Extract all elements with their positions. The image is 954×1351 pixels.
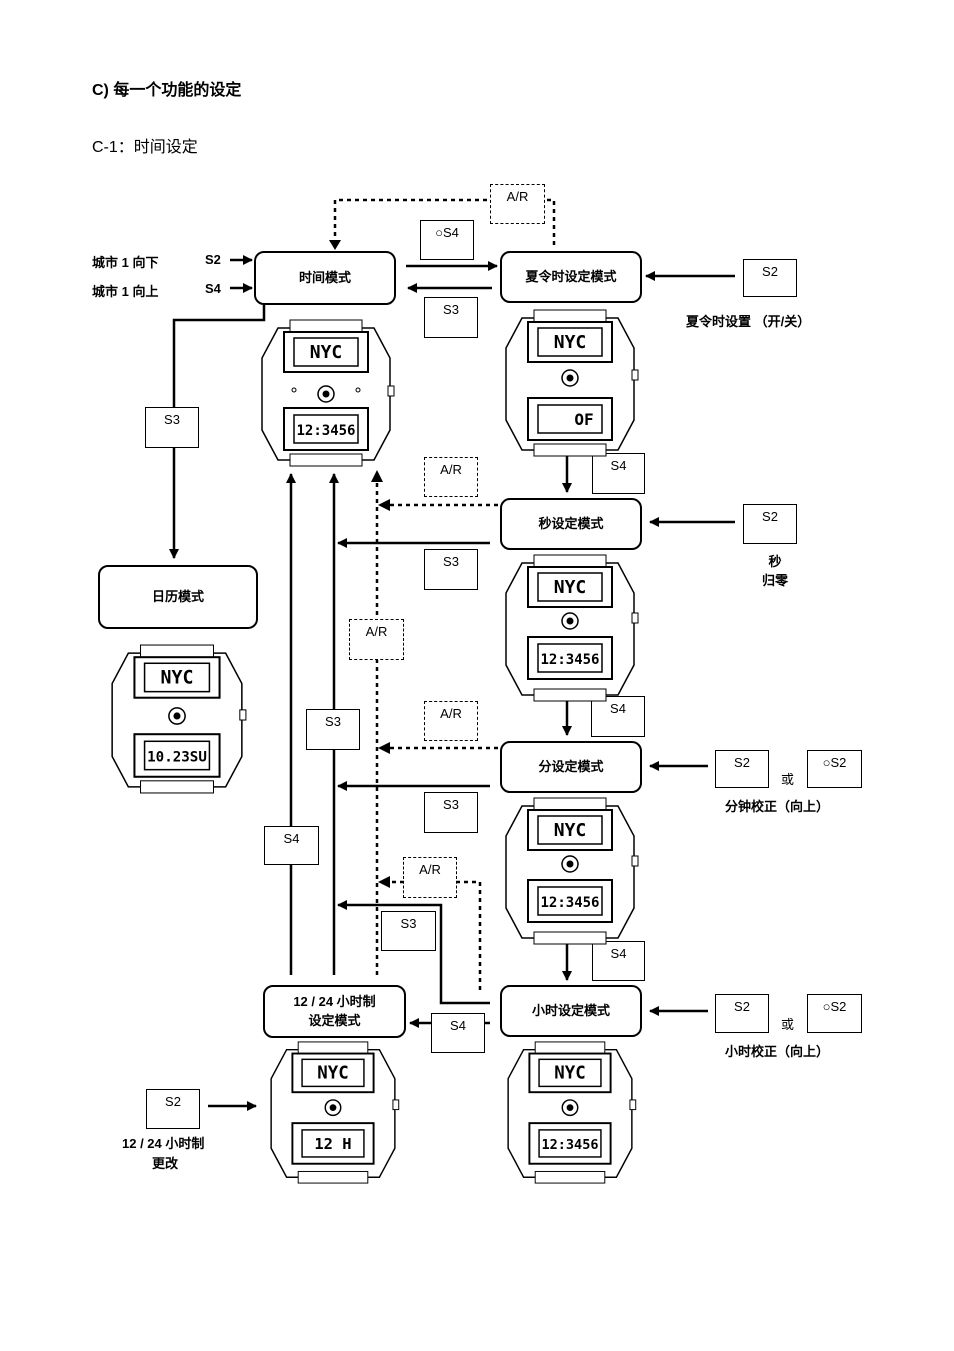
or-label-hour: 或: [781, 1017, 795, 1032]
s2-circle-key-minute: ○S2: [807, 750, 862, 788]
time-mode-box: 时间模式: [254, 251, 396, 305]
ar-key-minute: A/R: [424, 701, 478, 741]
city-down-key-label: S2: [205, 252, 221, 267]
watch-second-mode: NYC 12:3456: [505, 554, 639, 702]
s2-key-minute: S2: [715, 750, 769, 788]
city-display: NYC: [554, 1064, 585, 1084]
section-subheading: C-1：时间设定: [92, 139, 198, 156]
s3-key-second: S3: [424, 549, 478, 590]
city-up-key-label: S4: [205, 281, 221, 296]
s4-key-dst-to-second: S4: [592, 453, 645, 494]
ar-key-middle: A/R: [349, 619, 404, 660]
s3-key-hour: S3: [381, 911, 436, 951]
time-display: 12:3456: [542, 1137, 599, 1153]
watch-hour-format-mode: NYC 12 H: [270, 1041, 400, 1184]
circle-icon: ○: [822, 999, 831, 1014]
ar-key-top: A/R: [490, 184, 545, 224]
watch-time-mode: NYC 12:3456: [261, 319, 395, 467]
s4-key-second-to-minute: S4: [591, 696, 645, 737]
city-up-label: 城市 1 向上: [92, 284, 159, 299]
time-display: 12:3456: [540, 895, 599, 911]
dst-display: OF: [574, 410, 593, 429]
section-heading: C) 每一个功能的设定: [92, 82, 242, 99]
city-display: NYC: [554, 577, 587, 598]
hour-format-setting-mode-box: 12 / 24 小时制 设定模式: [263, 985, 406, 1038]
s2-key-dst: S2: [743, 259, 797, 297]
hour-adjust-label: 小时校正（向上）: [725, 1044, 830, 1059]
city-display: NYC: [161, 668, 194, 689]
s3-key-vertical: S3: [306, 709, 360, 750]
circle-icon: ○: [435, 225, 443, 240]
format-change-label-line2: 更改: [152, 1156, 179, 1171]
second-setting-mode-box: 秒设定模式: [500, 498, 642, 550]
s3-key-dst: S3: [424, 297, 478, 338]
time-display: 12:3456: [296, 423, 355, 439]
second-label-line1: 秒: [768, 554, 782, 569]
s2-key-second: S2: [743, 504, 797, 544]
city-display: NYC: [554, 820, 587, 841]
calendar-mode-box: 日历模式: [98, 565, 258, 629]
city-display: NYC: [310, 342, 343, 363]
city-display: NYC: [317, 1064, 348, 1084]
format-change-label-line1: 12 / 24 小时制: [122, 1136, 205, 1151]
watch-hour-mode: NYC 12:3456: [507, 1041, 637, 1184]
s4-key-hour-to-format: S4: [431, 1013, 485, 1053]
watch-minute-mode: NYC 12:3456: [505, 797, 639, 945]
date-display: 10.23SU: [147, 750, 207, 766]
hour-format-display: 12 H: [314, 1135, 351, 1153]
dst-setting-label: 夏令时设置 （开/关）: [686, 314, 811, 329]
time-display: 12:3456: [540, 652, 599, 668]
city-down-label: 城市 1 向下: [92, 255, 159, 270]
minute-setting-mode-box: 分设定模式: [500, 741, 642, 793]
second-label-line2: 归零: [761, 573, 788, 588]
or-label-minute: 或: [781, 772, 795, 787]
minute-adjust-label: 分钟校正（向上）: [725, 799, 830, 814]
s2-circle-key-hour: ○S2: [807, 994, 862, 1033]
ar-key-hour: A/R: [403, 857, 457, 898]
ar-key-second: A/R: [424, 457, 478, 497]
city-display: NYC: [554, 332, 587, 353]
s4-key-minute-to-hour: S4: [592, 941, 645, 981]
s4-circle-key: ○S4: [420, 220, 474, 260]
watch-calendar-mode: NYC 10.23SU: [111, 644, 247, 794]
s2-key-hour: S2: [715, 994, 769, 1033]
watch-dst-mode: NYC OF: [505, 309, 639, 457]
s3-key-calendar: S3: [145, 407, 199, 448]
dst-setting-mode-box: 夏令时设定模式: [500, 251, 642, 303]
hour-setting-mode-box: 小时设定模式: [500, 985, 642, 1037]
s4-key-vertical: S4: [264, 826, 319, 865]
s3-key-minute: S3: [424, 792, 478, 833]
circle-icon: ○: [822, 755, 831, 770]
s2-key-format: S2: [146, 1089, 200, 1129]
